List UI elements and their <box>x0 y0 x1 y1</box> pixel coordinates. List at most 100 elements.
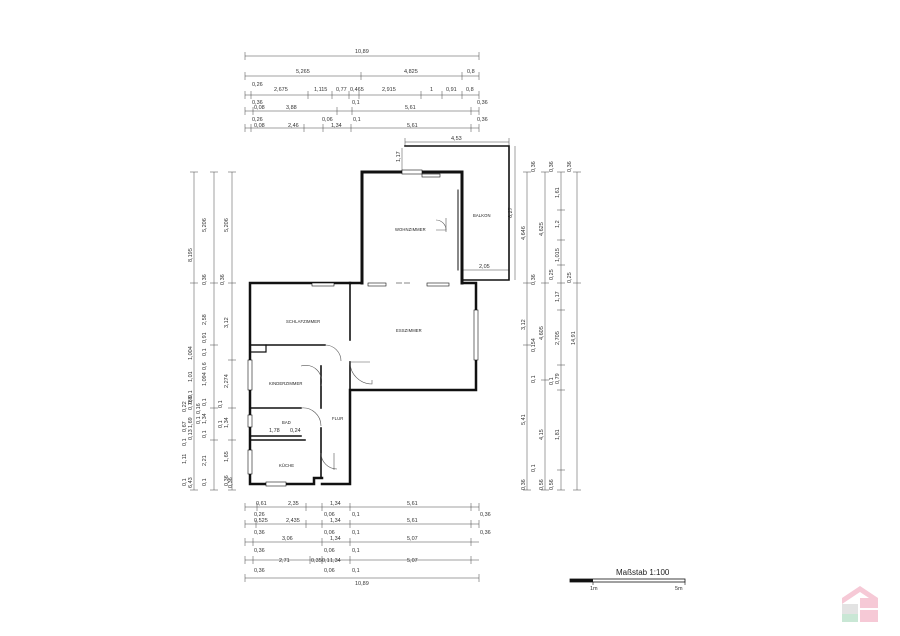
dim-label: 2,46 <box>288 123 299 129</box>
room-label-bad: BAD <box>282 420 291 425</box>
dim-label: 0,36 <box>480 512 491 518</box>
dim-label: 0,36 <box>228 477 234 488</box>
dim-label: 0,16 <box>196 403 202 414</box>
dim-label: 5,61 <box>407 123 418 129</box>
dim-label: 6,27 <box>508 207 514 218</box>
dim-label: 4,825 <box>404 69 418 75</box>
dim-label: 1,34 <box>330 558 341 564</box>
dim-label: 0,67 <box>182 421 188 432</box>
dim-label: 0,1 <box>352 512 360 518</box>
dim-label: 4,625 <box>539 222 545 236</box>
balcony-dimension-lines <box>401 138 516 280</box>
dim-label: 1,094 <box>202 372 208 386</box>
dim-label: 5,206 <box>224 218 230 232</box>
dim-label: 5,61 <box>405 105 416 111</box>
room-labels: WOHNZIMMER BALKON SCHLAFZIMMER ESSZIMMER… <box>269 213 491 468</box>
dim-label: 0,06 <box>324 568 335 574</box>
dim-label: 0,1 <box>202 398 208 406</box>
dim-label: 1,61 <box>555 187 561 198</box>
dim-label: 5,61 <box>407 501 418 507</box>
dim-label: 0,25 <box>549 269 555 280</box>
dim-label: 0,8 <box>467 69 475 75</box>
dim-label: 0,8 <box>188 396 194 404</box>
walls <box>248 145 510 486</box>
dim-label: 0,36 <box>549 161 555 172</box>
left-dimension-labels: 8,195 0,8 6,43 5,206 0,36 2,58 0,91 1,00… <box>182 218 234 488</box>
dim-label: 0,24 <box>290 428 301 434</box>
room-label-schlafzimmer: SCHLAFZIMMER <box>286 319 320 324</box>
dim-label: 0,8 <box>466 87 474 93</box>
dim-label: 2,274 <box>224 374 230 388</box>
dim-label: 0,36 <box>567 161 573 172</box>
dim-label: 0,26 <box>254 512 265 518</box>
dim-label: 0,36 <box>254 530 265 536</box>
dim-label: 1,34 <box>224 417 230 428</box>
dim-label: 0,91 <box>446 87 457 93</box>
dim-label: 2,71 <box>279 558 290 564</box>
dim-label: 5,07 <box>407 536 418 542</box>
dim-label: 1,78 <box>269 428 280 434</box>
dim-label: 5,265 <box>296 69 310 75</box>
room-label-flur: FLUR <box>332 416 343 421</box>
dim-label: 0,1 <box>202 430 208 438</box>
dim-label: 0,1 <box>352 548 360 554</box>
dim-label: 10,89 <box>355 49 369 55</box>
dim-label: 0,1 <box>202 478 208 486</box>
dim-label: 1,015 <box>555 248 561 262</box>
dim-label: 2,435 <box>286 518 300 524</box>
dim-label: 0,6 <box>202 362 208 370</box>
dim-label: 0,36 <box>531 161 537 172</box>
dim-label: 0,36 <box>252 100 263 106</box>
brand-logo-icon <box>842 586 878 622</box>
dim-label: 0,154 <box>531 338 537 352</box>
dim-label: 0,36 <box>477 100 488 106</box>
dim-label: 0,08 <box>254 105 265 111</box>
dim-label: 1 <box>430 87 433 93</box>
dim-label: 1,004 <box>188 346 194 360</box>
dim-label: 0,56 <box>549 479 555 490</box>
dim-label: 0,1 <box>202 348 208 356</box>
left-dimension-lines <box>190 171 236 491</box>
dim-label: 1,34 <box>330 518 341 524</box>
dim-label: 2,705 <box>555 331 561 345</box>
dim-label: 0,1 <box>352 568 360 574</box>
dim-label: 1,65 <box>224 451 230 462</box>
dim-label: 0,78 <box>188 399 194 410</box>
room-label-balkon: BALKON <box>473 213 491 218</box>
dim-label: 0,79 <box>555 373 561 384</box>
dim-label: 4,15 <box>539 429 545 440</box>
dim-label: 0,1 <box>549 377 555 385</box>
dim-label: 1,34 <box>330 536 341 542</box>
dim-label: 5,41 <box>521 414 527 425</box>
scale-title: Maßstab 1:100 <box>616 568 670 577</box>
dim-label: 0,25 <box>567 272 573 283</box>
dim-label: 0,525 <box>254 518 268 524</box>
bottom-dimension-labels: 0,61 2,35 1,34 5,61 0,26 0,06 0,1 0,36 0… <box>254 501 491 587</box>
dim-label: 3,12 <box>521 319 527 330</box>
dim-label: 0,1 <box>531 464 537 472</box>
dim-label: 0,1 <box>322 558 330 564</box>
dim-label: 0,1 <box>218 420 224 428</box>
top-dimension-chain <box>244 52 480 132</box>
dim-label: 8,195 <box>188 248 194 262</box>
doors <box>300 218 447 470</box>
room-label-wohnzimmer: WOHNZIMMER <box>395 227 426 232</box>
room-label-kinderzimmer: KINDERZIMMER <box>269 381 303 386</box>
dim-label: 0,36 <box>220 274 226 285</box>
dim-label: 0,1 <box>352 100 360 106</box>
dim-label: 2,58 <box>202 314 208 325</box>
scale-bar: 1m 5m <box>569 578 686 592</box>
dim-label: 0,36 <box>202 274 208 285</box>
dim-label: 1,34 <box>202 413 208 424</box>
dim-label: 0,36 <box>254 548 265 554</box>
dim-label: 0,91 <box>202 332 208 343</box>
dim-label: 0,1 <box>188 390 194 398</box>
dim-label: 0,1 <box>182 478 188 486</box>
scale-tick-label: 5m <box>675 586 683 592</box>
dim-label: 5,206 <box>202 218 208 232</box>
room-label-esszimmer: ESSZIMMER <box>396 328 422 333</box>
dim-label: 0,13 <box>188 429 194 440</box>
dim-label: 1,17 <box>555 291 561 302</box>
dim-label: 0,1 <box>182 438 188 446</box>
dim-label: 0,06 <box>324 530 335 536</box>
